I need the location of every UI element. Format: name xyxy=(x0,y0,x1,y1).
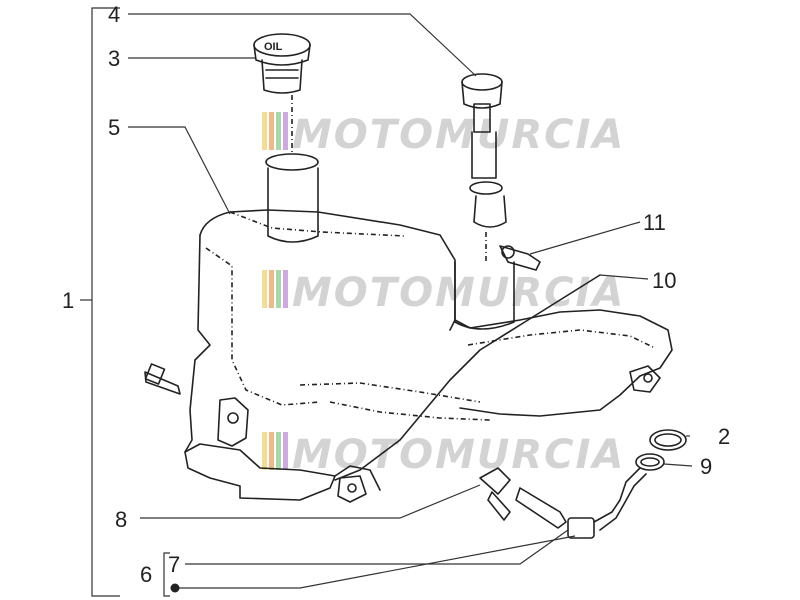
watermark-text-mid: MOTOMURCIA xyxy=(292,270,625,316)
callout-10: 10 xyxy=(652,268,676,293)
watermark-stripes-bottom xyxy=(262,432,288,470)
fuel-tank xyxy=(184,95,673,503)
callout-7: 7 xyxy=(168,552,180,577)
callout-5: 5 xyxy=(108,115,120,140)
watermark-text-bottom: MOTOMURCIA xyxy=(292,432,625,478)
callout-6: 6 xyxy=(140,562,152,587)
callout-2: 2 xyxy=(718,424,730,449)
callout-4: 4 xyxy=(108,2,120,27)
callout-9: 9 xyxy=(700,454,712,479)
vent-hose xyxy=(334,274,601,481)
callout-1: 1 xyxy=(62,288,74,313)
cap-oil-mark: OIL xyxy=(264,41,283,53)
mounting-bolt-left xyxy=(144,363,181,395)
filler-cap: OIL xyxy=(253,33,311,94)
leader-lines xyxy=(128,13,693,597)
callout-3: 3 xyxy=(108,46,120,71)
watermark: MOTOMURCIA MOTOMURCIA MOTOMURCIA xyxy=(262,112,625,478)
callout-labels: 4 3 5 1 11 10 2 9 8 7 6 xyxy=(62,2,730,587)
callout-11: 11 xyxy=(643,210,666,235)
watermark-stripes-top xyxy=(262,112,288,150)
hose-clamp-large xyxy=(649,429,687,451)
watermark-stripes-mid xyxy=(262,270,288,308)
fuel-tap-assembly xyxy=(479,467,647,539)
watermark-text-top: MOTOMURCIA xyxy=(292,112,625,158)
assembly-bracket xyxy=(80,7,120,597)
callout-8: 8 xyxy=(115,507,127,532)
level-sender xyxy=(461,73,507,262)
hose-clamp-small xyxy=(635,453,665,471)
breather-fitting xyxy=(499,245,541,271)
